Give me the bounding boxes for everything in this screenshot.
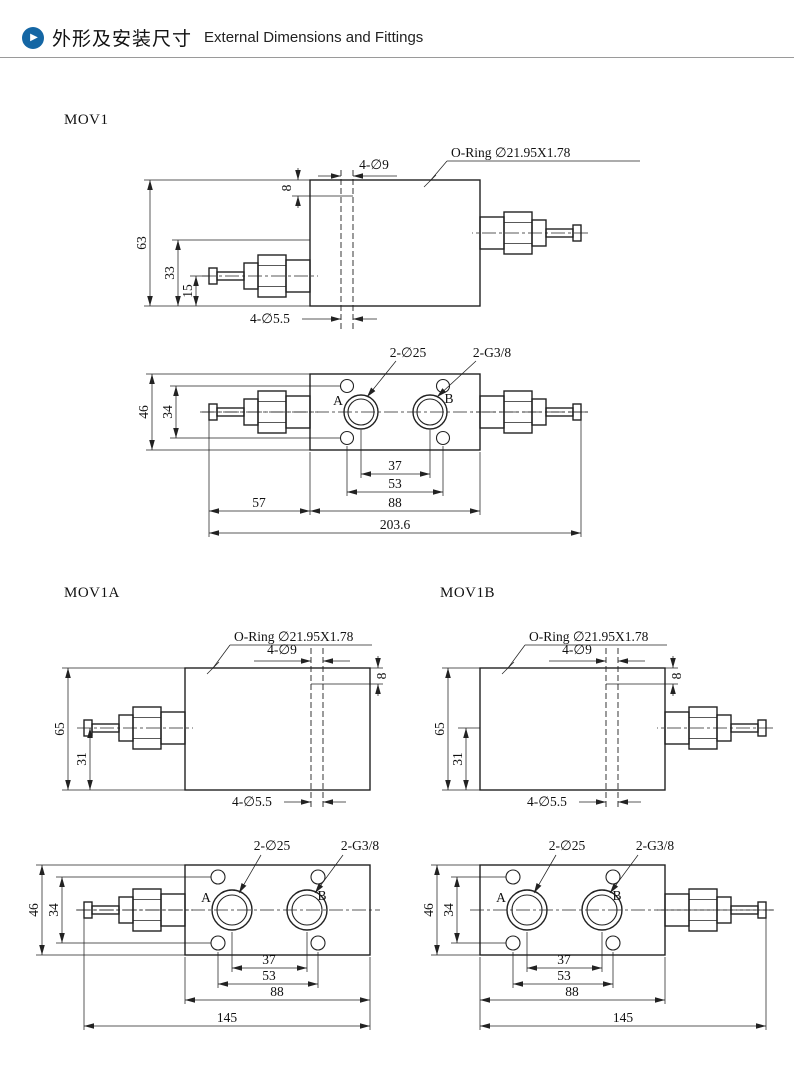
port-b-label: B xyxy=(444,391,453,406)
cartridge-fitting xyxy=(76,888,194,932)
left-cartridge-fitting xyxy=(201,390,319,434)
oring-label: O-Ring ∅21.95X1.78 xyxy=(451,145,571,160)
holes-d55-label: 4-∅5.5 xyxy=(232,794,272,809)
mounting-hole xyxy=(339,430,355,446)
left-cartridge-fitting xyxy=(201,254,319,298)
model-label-mov1b: MOV1B xyxy=(440,585,495,601)
holes-d9-label: 4-∅9 xyxy=(562,642,592,657)
port-a-label: A xyxy=(333,393,343,408)
model-label-mov1: MOV1 xyxy=(64,112,109,128)
section-bullet-icon: ▶ xyxy=(22,26,44,49)
dim-46-label: 46 xyxy=(421,903,436,917)
dim-31-label: 31 xyxy=(74,752,89,766)
dim-37-label: 37 xyxy=(262,952,276,967)
dim-63-label: 63 xyxy=(134,236,149,250)
mounting-hole xyxy=(505,935,521,951)
port-b-bore xyxy=(286,889,328,931)
dim-46-label: 46 xyxy=(26,903,41,917)
port-b-label: B xyxy=(612,888,621,903)
dim-34-label: 34 xyxy=(46,903,61,917)
mounting-hole xyxy=(505,869,521,885)
dim-31-label: 31 xyxy=(450,752,465,766)
port-b-bore xyxy=(581,889,623,931)
mounting-hole xyxy=(605,935,621,951)
valve-body xyxy=(479,667,666,791)
mounting-hole xyxy=(210,935,226,951)
mounting-hole xyxy=(435,430,451,446)
mounting-hole xyxy=(310,935,326,951)
holes-d55-label: 4-∅5.5 xyxy=(250,311,290,326)
holes-d55-label: 4-∅5.5 xyxy=(527,794,567,809)
port-a-bore xyxy=(506,889,548,931)
oring-label: O-Ring ∅21.95X1.78 xyxy=(529,629,649,644)
dim-53-label: 53 xyxy=(262,968,276,983)
dim-37-label: 37 xyxy=(388,458,402,473)
thread-g38-label: 2-G3/8 xyxy=(341,838,379,853)
holes-d9-label: 4-∅9 xyxy=(267,642,297,657)
thread-g38-label: 2-G3/8 xyxy=(636,838,674,853)
cartridge-fitting xyxy=(656,888,774,932)
dim-8-label: 8 xyxy=(669,672,684,679)
dim-33-label: 33 xyxy=(162,266,177,280)
mov1a-side-view: O-Ring ∅21.95X1.78 4-∅9 8 65 31 4-∅5.5 xyxy=(52,629,389,809)
valve-body xyxy=(184,667,371,791)
holes-d9-label: 4-∅9 xyxy=(359,157,389,172)
port-b-bore xyxy=(412,394,448,430)
dim-total-label: 145 xyxy=(217,1010,238,1025)
right-cartridge-fitting xyxy=(471,390,589,434)
cartridge-fitting xyxy=(656,706,774,750)
mounting-hole xyxy=(210,869,226,885)
mov1-side-view: O-Ring ∅21.95X1.78 4-∅9 8 63 33 15 xyxy=(134,145,640,332)
oring-label: O-Ring ∅21.95X1.78 xyxy=(234,629,354,644)
section-header: ▶ 外形及安装尺寸 External Dimensions and Fittin… xyxy=(22,24,423,51)
header-divider xyxy=(0,57,794,58)
dim-53-label: 53 xyxy=(557,968,571,983)
model-label-mov1a: MOV1A xyxy=(64,585,120,601)
cartridge-fitting xyxy=(76,706,194,750)
mov1b-top-view: A B 2-∅25 2-G3/8 46 34 37 53 8 xyxy=(421,838,774,1030)
dim-37-label: 37 xyxy=(557,952,571,967)
ports-d25-label: 2-∅25 xyxy=(254,838,291,853)
dim-34-label: 34 xyxy=(441,903,456,917)
port-a-bore xyxy=(343,394,379,430)
port-a-label: A xyxy=(201,890,211,905)
dim-8-label: 8 xyxy=(374,672,389,679)
port-a-bore xyxy=(211,889,253,931)
dim-53-label: 53 xyxy=(388,476,402,491)
port-a-label: A xyxy=(496,890,506,905)
ports-d25-label: 2-∅25 xyxy=(549,838,586,853)
dim-88-label: 88 xyxy=(270,984,284,999)
mov1a-top-view: A B 2-∅25 2-G3/8 46 34 37 53 8 xyxy=(26,838,380,1030)
dim-65-label: 65 xyxy=(52,722,67,736)
mounting-hole xyxy=(339,378,355,394)
dim-88-label: 88 xyxy=(388,495,402,510)
dim-57-label: 57 xyxy=(252,495,266,510)
right-cartridge-fitting xyxy=(471,211,589,255)
thread-g38-label: 2-G3/8 xyxy=(473,345,511,360)
mov1b-side-view: O-Ring ∅21.95X1.78 4-∅9 8 65 31 4-∅5.5 xyxy=(432,629,774,809)
dim-46-label: 46 xyxy=(136,405,151,419)
dim-34-label: 34 xyxy=(160,405,175,419)
port-b-label: B xyxy=(317,888,326,903)
dim-8-label: 8 xyxy=(279,184,294,191)
dim-15-label: 15 xyxy=(180,284,195,298)
mov1-top-view: A B 2-∅25 2-G3/8 46 34 37 53 xyxy=(136,345,590,537)
valve-body xyxy=(309,179,481,307)
dim-65-label: 65 xyxy=(432,722,447,736)
dim-88-label: 88 xyxy=(565,984,579,999)
section-title-zh: 外形及安装尺寸 xyxy=(52,29,193,50)
dim-total-label: 145 xyxy=(613,1010,634,1025)
ports-d25-label: 2-∅25 xyxy=(390,345,427,360)
dim-total-label: 203.6 xyxy=(380,517,411,532)
section-title-en: External Dimensions and Fittings xyxy=(204,29,424,46)
